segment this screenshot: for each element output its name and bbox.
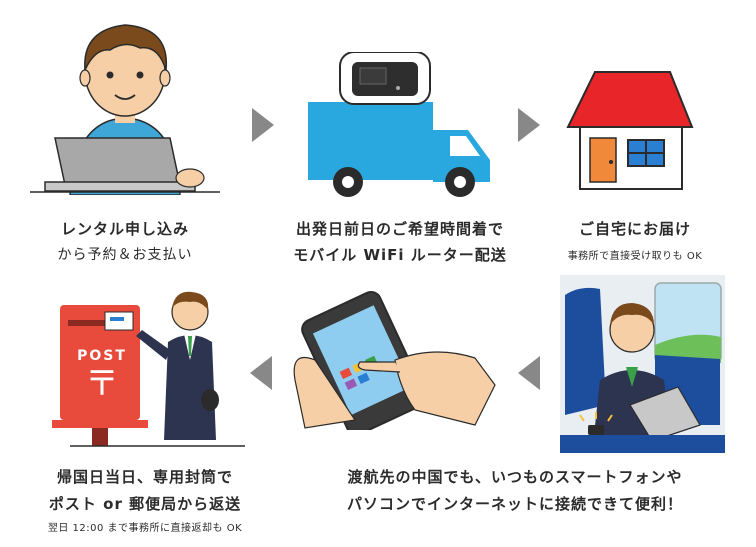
step5-illustration xyxy=(50,290,250,450)
arrow-left-icon xyxy=(518,356,540,390)
step4-phone-illustration xyxy=(285,290,505,430)
step3-note: 事務所で直接受け取りも OK xyxy=(567,251,703,262)
step5-subtitle: ポスト or 郵便局から返送 xyxy=(48,495,242,513)
arrow-right-icon xyxy=(518,108,540,142)
step5-title: 帰国日当日、専用封筒で xyxy=(56,468,233,486)
step1-illustration xyxy=(30,10,220,195)
step2-subtitle: モバイル WiFi ルーター配送 xyxy=(293,246,507,264)
step3-title: ご自宅にお届け xyxy=(578,220,691,238)
postal-mark-icon: 〒 xyxy=(85,364,119,404)
step4-subtitle: パソコンでインターネットに接続できて便利！ xyxy=(346,495,683,513)
step2-title: 出発日前日のご希望時間着で xyxy=(295,220,504,238)
step1-title: レンタル申し込み xyxy=(60,220,189,238)
postbox-label: POST xyxy=(77,348,127,364)
step2-illustration xyxy=(300,52,500,200)
step4-train-illustration xyxy=(560,275,725,453)
step3-illustration xyxy=(560,62,700,194)
step1-subtitle: から予約＆お支払い xyxy=(57,247,193,263)
step4-title: 渡航先の中国でも、いつものスマートフォンや xyxy=(347,468,683,486)
arrow-left-icon xyxy=(250,356,272,390)
step5-note: 翌日 12:00 まで事務所に直接返却も OK xyxy=(47,523,243,534)
arrow-right-icon xyxy=(252,108,274,142)
